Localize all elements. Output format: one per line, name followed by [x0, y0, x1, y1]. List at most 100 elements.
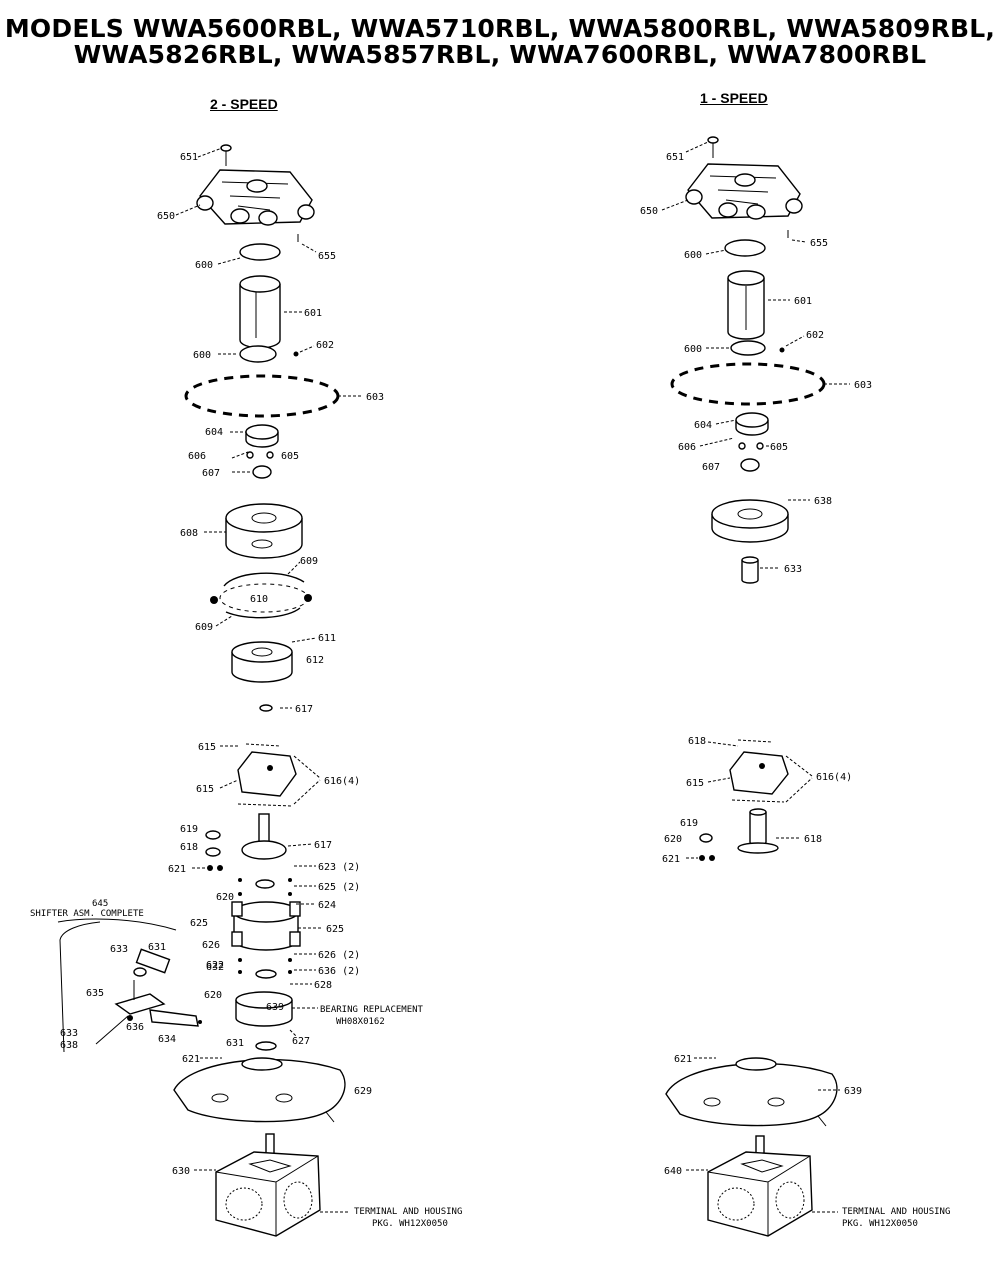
label-602-left: 602 — [316, 340, 334, 351]
terminal-housing-note-left: TERMINAL AND HOUSING — [354, 1207, 462, 1217]
spacer-633-right — [741, 556, 759, 584]
label-650-right: 650 — [640, 206, 658, 217]
cylinder-601-right — [727, 270, 765, 340]
shifter-part-631: 631 — [148, 942, 166, 953]
label-655-right: 655 — [810, 238, 828, 249]
leader-lines-right — [661, 141, 850, 1213]
label-600-top-left: 600 — [195, 260, 213, 271]
label-607-right: 607 — [702, 462, 720, 473]
ring-600-bottom-right — [730, 340, 766, 356]
diagram-title-line-2: WWA5826RBL, WWA5857RBL, WWA7600RBL, WWA7… — [73, 40, 927, 69]
plate-assembly-616-right — [729, 739, 789, 803]
shifter-labels: 645 SHIFTER ASM. COMPLETE 633 631 622 63… — [30, 899, 224, 1051]
label-640-right: 640 — [664, 1166, 682, 1177]
parts-619-620-621-right — [699, 833, 715, 861]
shaft-618-right — [737, 808, 779, 854]
label-638-right: 638 — [814, 496, 832, 507]
label-639-right: 639 — [844, 1086, 862, 1097]
label-631-left: 631 — [226, 1038, 244, 1049]
label-609-bottom-left: 609 — [195, 622, 213, 633]
label-651-left: 651 — [180, 152, 198, 163]
motor-630-left — [215, 1133, 321, 1237]
pulley-604-left — [245, 424, 279, 448]
belt-603-right — [670, 362, 826, 406]
ring-600-bottom-left — [239, 345, 277, 363]
label-626-left: 626 — [202, 940, 220, 951]
hub-612-left — [231, 641, 293, 683]
label-628-left: 628 — [314, 980, 332, 991]
label-651-right: 651 — [666, 152, 684, 163]
shifter-part-635: 635 — [86, 988, 104, 999]
terminal-housing-note-right: TERMINAL AND HOUSING — [842, 1207, 950, 1217]
label-604-left: 604 — [205, 427, 223, 438]
column-heading-1-speed: 1 - SPEED — [700, 90, 768, 106]
label-620-left: 620 — [216, 892, 234, 903]
label-602-right: 602 — [806, 330, 824, 341]
label-618-left: 618 — [180, 842, 198, 853]
terminal-housing-pkg-right: PKG. WH12X0050 — [842, 1219, 918, 1229]
clutch-drum-608-left — [225, 503, 303, 559]
belt-603-left — [184, 374, 340, 418]
cover-629-left — [173, 1057, 346, 1123]
screw-651-left — [220, 144, 232, 166]
bearing-replacement-part-number: WH08X0162 — [336, 1017, 385, 1027]
clutch-drum-638-right — [711, 499, 789, 543]
label-606-left: 606 — [188, 451, 206, 462]
screw-651-right — [707, 136, 719, 158]
label-611-left: 611 — [318, 633, 336, 644]
label-629-left: 629 — [354, 1086, 372, 1097]
part-labels-left: 651 650 655 600 601 600 602 603 604 606 … — [157, 152, 384, 1177]
label-605-left: 605 — [281, 451, 299, 462]
label-615-bottom-left: 615 — [196, 784, 214, 795]
label-639-left: 639 — [266, 1002, 284, 1013]
label-601-right: 601 — [794, 296, 812, 307]
label-625-left-side: 625 — [190, 918, 208, 929]
bearing-stack-left — [231, 878, 301, 1051]
label-625-right-side: 625 — [326, 924, 344, 935]
cylinder-601-left — [239, 275, 281, 349]
label-618-bottom-right: 618 — [804, 834, 822, 845]
shifter-part-620: 620 — [204, 990, 222, 1001]
label-603-left: 603 — [366, 392, 384, 403]
part-labels-right: 651 650 655 600 601 600 602 603 604 606 … — [640, 152, 872, 1177]
label-609-top-left: 609 — [300, 556, 318, 567]
label-616-right: 616(4) — [816, 772, 852, 783]
leader-lines-left — [175, 147, 362, 1213]
pulley-604-right — [735, 412, 769, 436]
label-618-top-right: 618 — [688, 736, 706, 747]
label-600-bottom-right: 600 — [684, 344, 702, 355]
label-601-left: 601 — [304, 308, 322, 319]
bearing-replacement-note: BEARING REPLACEMENT — [320, 1005, 424, 1015]
label-621-bottom-left: 621 — [182, 1054, 200, 1065]
label-605-right: 605 — [770, 442, 788, 453]
pump-650-right — [685, 163, 803, 220]
gear-617-left — [241, 813, 287, 860]
shifter-assembly-645 — [57, 918, 202, 1053]
terminal-housing-pkg-left: PKG. WH12X0050 — [372, 1219, 448, 1229]
brake-assembly-610-left — [210, 572, 312, 619]
shifter-part-636: 636 — [126, 1022, 144, 1033]
label-600-bottom-left: 600 — [193, 350, 211, 361]
label-620-right: 620 — [664, 834, 682, 845]
label-600-top-right: 600 — [684, 250, 702, 261]
label-621-top-left: 621 — [168, 864, 186, 875]
shifter-number-label: 645 — [92, 899, 108, 909]
label-621-bottom-right: 621 — [674, 1054, 692, 1065]
label-610-left: 610 — [250, 594, 268, 605]
label-624-left: 624 — [318, 900, 336, 911]
label-619-right: 619 — [680, 818, 698, 829]
pump-650-left — [196, 169, 315, 226]
shifter-part-633-bottom: 633 — [60, 1028, 78, 1039]
ring-600-top-right — [724, 239, 766, 257]
cover-639-right — [665, 1057, 838, 1127]
label-619-left: 619 — [180, 824, 198, 835]
label-608-left: 608 — [180, 528, 198, 539]
label-650-left: 650 — [157, 211, 175, 222]
shifter-part-633-top: 633 — [110, 944, 128, 955]
label-612-left: 612 — [306, 655, 324, 666]
label-626-2-left: 626 (2) — [318, 950, 360, 961]
label-607-left: 607 — [202, 468, 220, 479]
right-assembly: 651 650 655 600 601 600 602 603 604 606 … — [640, 136, 950, 1237]
label-621-top-right: 621 — [662, 854, 680, 865]
